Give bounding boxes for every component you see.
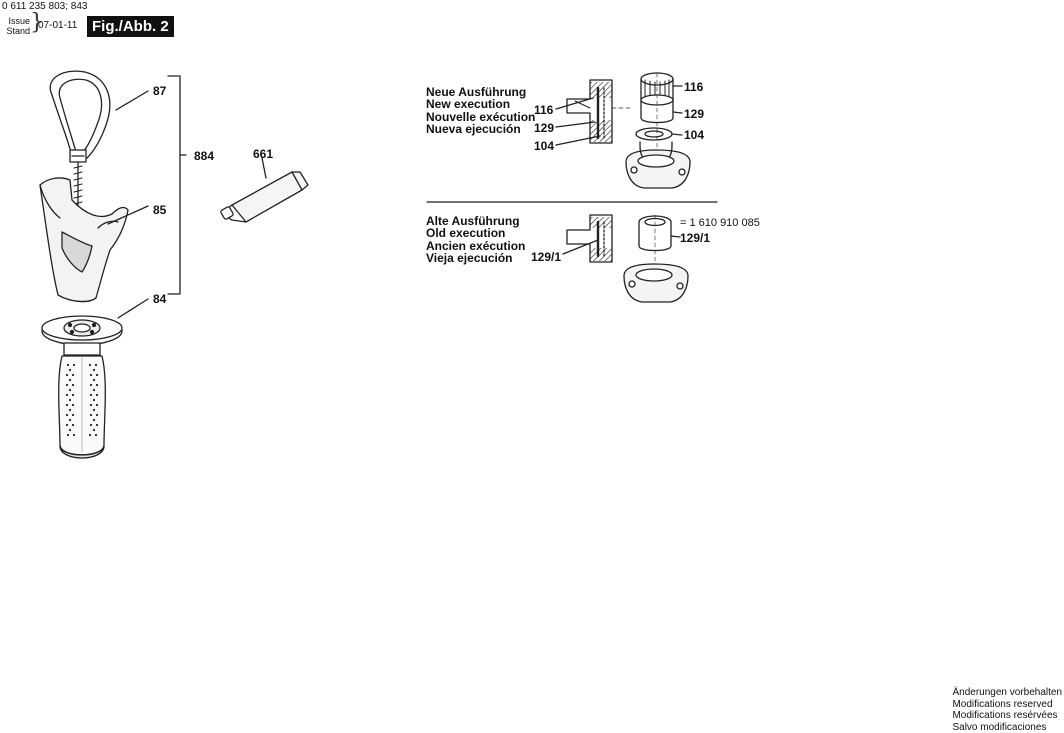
callout-new-129-left: 129 <box>534 121 555 135</box>
footer-es: Salvo modificaciones <box>952 721 1047 733</box>
callout-884: 884 <box>194 149 215 163</box>
new-execution-section-view <box>566 79 633 144</box>
old-execution-es: Vieja ejecución <box>426 251 513 266</box>
stand-label: Stand <box>6 26 30 36</box>
footer-en: Modifications reserved <box>952 698 1053 710</box>
issue-date: 07-01-11 <box>38 20 78 31</box>
brace-glyph: } <box>30 10 44 35</box>
new-washer-104 <box>635 127 673 141</box>
issue-label: Issue <box>8 16 30 26</box>
callout-new-104-right: 104 <box>684 128 705 142</box>
callout-new-116-left: 116 <box>534 103 554 117</box>
grip-texture <box>65 363 99 437</box>
old-execution-section-view <box>566 214 613 263</box>
new-execution-en: New execution <box>426 97 511 112</box>
callout-new-116-right: 116 <box>684 80 704 94</box>
callout-85: 85 <box>153 203 167 217</box>
new-execution-es: Nueva ejecución <box>426 122 521 137</box>
footer-disclaimer: Änderungen vorbehalten Modifications res… <box>952 687 1062 733</box>
part-84-auxiliary-handle <box>41 315 123 459</box>
callout-old-129-1-left: 129/1 <box>531 250 562 264</box>
callout-new-129-right: 129 <box>684 107 705 121</box>
footer-fr: Modifications resérvées <box>952 710 1058 721</box>
issue-stand-label: Issue Stand <box>2 16 30 36</box>
part-661-grease-tube <box>220 171 309 223</box>
old-part-number: = 1 610 910 085 <box>680 217 760 229</box>
old-execution-en: Old execution <box>426 226 506 241</box>
figure-label: Fig./Abb. 2 <box>87 16 174 37</box>
old-flange-housing <box>623 263 689 303</box>
part-87-clamp-strap <box>49 70 111 211</box>
old-execution-de: Alte Ausführung <box>426 214 520 228</box>
callout-661: 661 <box>253 147 274 161</box>
callout-new-104-left: 104 <box>534 139 555 153</box>
new-execution-de: Neue Ausführung <box>426 85 527 99</box>
part-85-collar-holder <box>39 177 129 303</box>
new-flange-housing <box>625 141 691 189</box>
new-needle-bearing-116 <box>640 72 674 101</box>
new-execution-label: Neue Ausführung New execution Nouvelle e… <box>426 86 535 136</box>
old-execution-fr: Ancien exécution <box>426 238 526 253</box>
footer-de: Änderungen vorbehalten <box>952 687 1062 698</box>
callout-87: 87 <box>153 84 167 98</box>
new-execution-fr: Nouvelle exécution <box>426 109 536 124</box>
bracket-884 <box>167 75 181 295</box>
old-execution-label: Alte Ausführung Old execution Ancien exé… <box>426 215 525 265</box>
callout-84: 84 <box>153 292 167 306</box>
callout-old-129-1-right: 129/1 <box>680 231 711 245</box>
document-number: 0 611 235 803; 843 <box>2 1 88 12</box>
